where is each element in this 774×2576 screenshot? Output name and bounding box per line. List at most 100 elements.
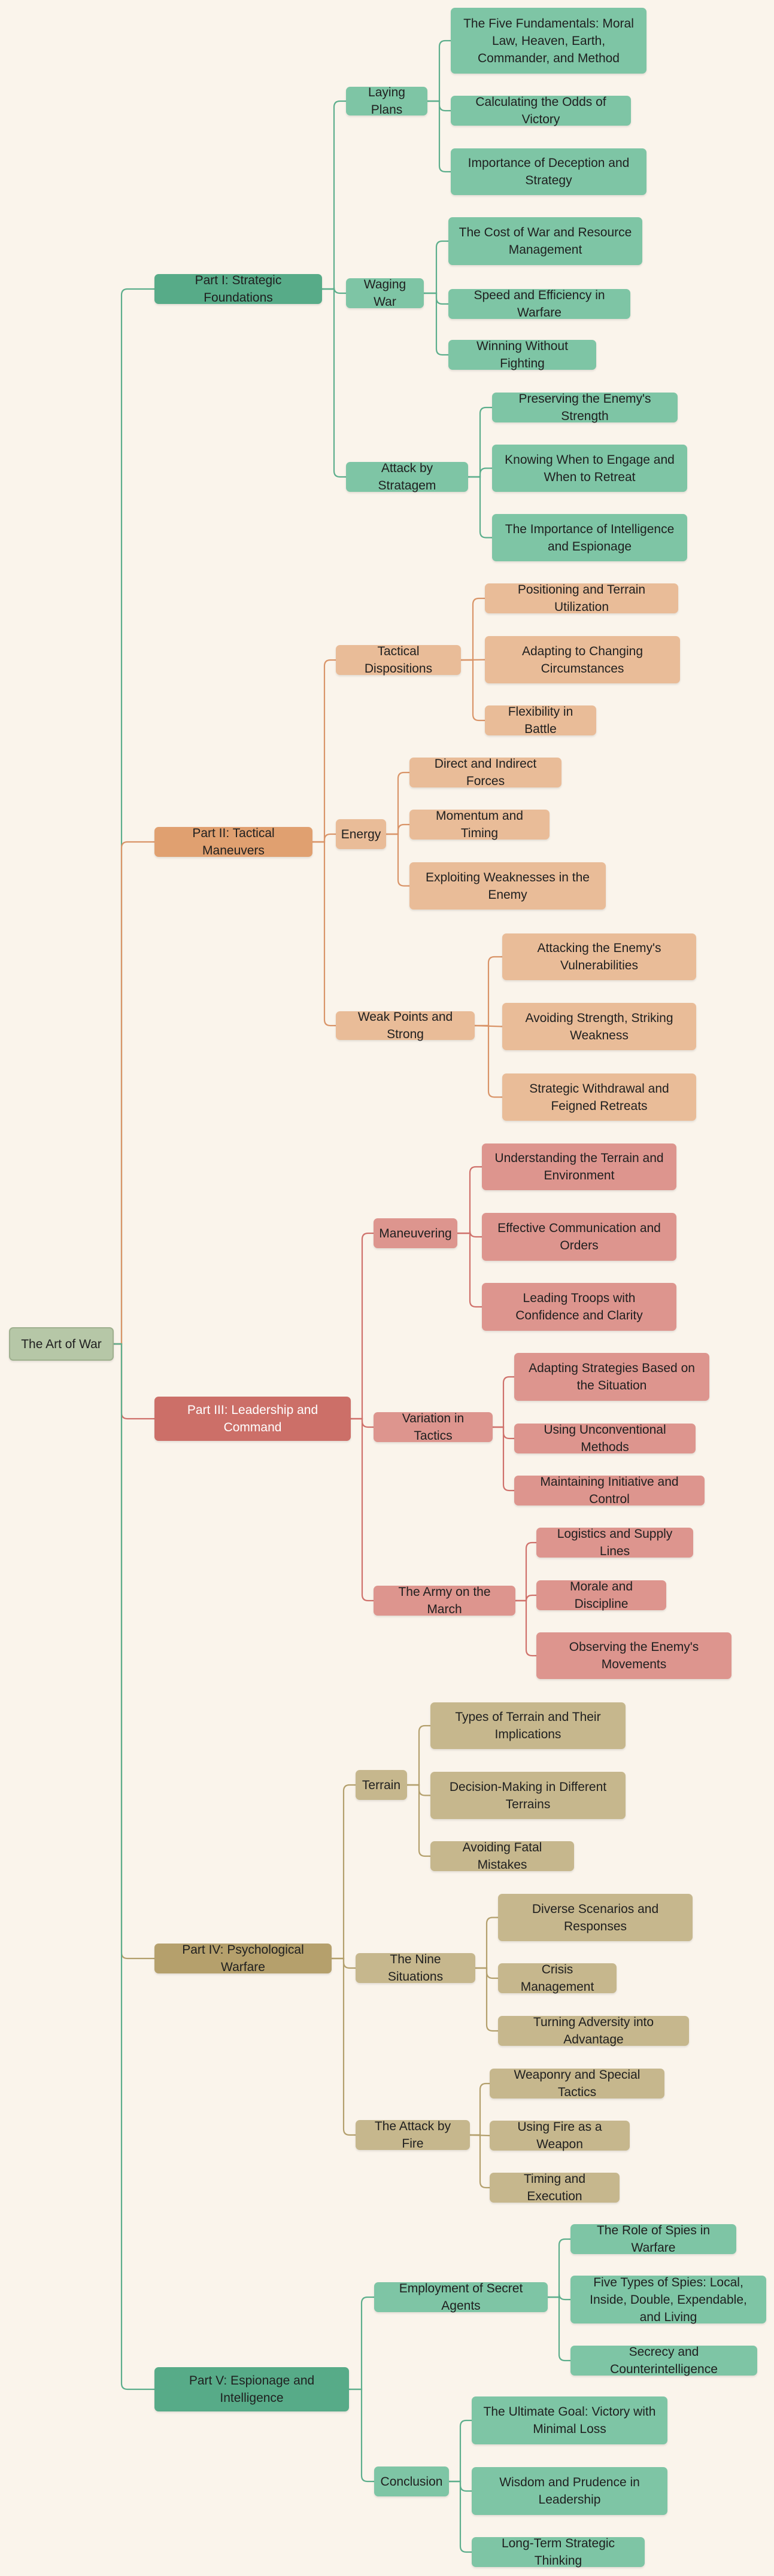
connector-subtopic-4-2-1: [475, 1917, 498, 1969]
connector-subtopic-1-1-1: [427, 39, 451, 102]
subtopic-strategic-withdrawal-and-feigned-retreats-label: Strategic Withdrawal and Feigned Retreat…: [529, 1081, 669, 1113]
subtopic-importance-of-deception-and-strategy[interactable]: Importance of Deception and Strategy: [451, 148, 646, 195]
topic-terrain[interactable]: Terrain: [356, 1770, 407, 1800]
branch-part-iii-leadership-and-command[interactable]: Part III: Leadership and Command: [154, 1397, 351, 1441]
topic-employment-of-secret-agents[interactable]: Employment of Secret Agents: [374, 2282, 548, 2313]
topic-maneuvering[interactable]: Maneuvering: [374, 1218, 457, 1248]
connector-branch-2: [114, 841, 154, 1345]
topic-energy[interactable]: Energy: [336, 819, 386, 849]
topic-the-attack-by-fire[interactable]: The Attack by Fire: [356, 2119, 470, 2151]
subtopic-using-unconventional-methods-label: Using Unconventional Methods: [544, 1423, 666, 1454]
subtopic-direct-and-indirect-forces[interactable]: Direct and Indirect Forces: [409, 757, 561, 788]
connector-subtopic-5-1-3: [548, 2296, 570, 2362]
connector-subtopic-3-1-3: [457, 1232, 482, 1308]
subtopic-wisdom-and-prudence-in-leadership-label: Wisdom and Prudence in Leadership: [499, 2475, 640, 2507]
topic-the-army-on-the-march[interactable]: The Army on the March: [374, 1585, 515, 1616]
topic-tactical-dispositions[interactable]: Tactical Dispositions: [336, 644, 461, 676]
subtopic-the-importance-of-intelligence-and-espionage[interactable]: The Importance of Intelligence and Espio…: [492, 514, 687, 561]
subtopic-flexibility-in-battle[interactable]: Flexibility in Battle: [485, 705, 596, 736]
subtopic-turning-adversity-into-advantage[interactable]: Turning Adversity into Advantage: [498, 2015, 689, 2046]
subtopic-adapting-strategies-based-on-the-situation[interactable]: Adapting Strategies Based on the Situati…: [514, 1353, 709, 1401]
subtopic-leading-troops-with-confidence-and-clarity-label: Leading Troops with Confidence and Clari…: [515, 1291, 643, 1322]
topic-variation-in-tactics[interactable]: Variation in Tactics: [374, 1412, 493, 1443]
topic-weak-points-and-strong-label: Weak Points and Strong: [357, 1010, 453, 1041]
subtopic-calculating-the-odds-of-victory[interactable]: Calculating the Odds of Victory: [451, 95, 631, 126]
subtopic-the-cost-of-war-and-resource-management[interactable]: The Cost of War and Resource Management: [448, 217, 642, 265]
topic-waging-war[interactable]: Waging War: [346, 278, 424, 309]
subtopic-weaponry-and-special-tactics[interactable]: Weaponry and Special Tactics: [490, 2068, 664, 2099]
subtopic-the-ultimate-goal-victory-with-minimal-loss-label: The Ultimate Goal: Victory with Minimal …: [483, 2405, 656, 2436]
topic-the-nine-situations[interactable]: The Nine Situations: [356, 1952, 475, 1984]
branch-part-iv-psychological-warfare[interactable]: Part IV: Psychological Warfare: [154, 1943, 332, 1974]
connector-subtopic-2-3-1: [475, 956, 502, 1027]
topic-weak-points-and-strong[interactable]: Weak Points and Strong: [336, 1010, 475, 1041]
connector-subtopic-5-2-3: [449, 2480, 472, 2553]
subtopic-five-types-of-spies-local-inside-double-expendab[interactable]: Five Types of Spies: Local, Inside, Doub…: [570, 2275, 766, 2324]
subtopic-logistics-and-supply-lines[interactable]: Logistics and Supply Lines: [536, 1527, 693, 1558]
subtopic-diverse-scenarios-and-responses-label: Diverse Scenarios and Responses: [532, 1902, 659, 1933]
subtopic-secrecy-and-counterintelligence-label: Secrecy and Counterintelligence: [610, 2345, 718, 2376]
subtopic-calculating-the-odds-of-victory-label: Calculating the Odds of Victory: [475, 95, 606, 126]
subtopic-using-unconventional-methods[interactable]: Using Unconventional Methods: [514, 1423, 696, 1454]
subtopic-the-ultimate-goal-victory-with-minimal-loss[interactable]: The Ultimate Goal: Victory with Minimal …: [472, 2396, 667, 2444]
connector-topic-5-2: [349, 2388, 374, 2483]
topic-conclusion[interactable]: Conclusion: [374, 2466, 449, 2496]
topic-attack-by-stratagem-label: Attack by Stratagem: [378, 461, 436, 492]
subtopic-attacking-the-enemy-s-vulnerabilities-label: Attacking the Enemy's Vulnerabilities: [537, 941, 661, 972]
subtopic-avoiding-fatal-mistakes[interactable]: Avoiding Fatal Mistakes: [430, 1841, 574, 1872]
subtopic-preserving-the-enemy-s-strength[interactable]: Preserving the Enemy's Strength: [492, 392, 678, 423]
subtopic-knowing-when-to-engage-and-when-to-retreat[interactable]: Knowing When to Engage and When to Retre…: [492, 445, 687, 492]
subtopic-momentum-and-timing-label: Momentum and Timing: [436, 809, 523, 840]
connector-subtopic-4-2-3: [475, 1967, 498, 2032]
subtopic-adapting-to-changing-circumstances[interactable]: Adapting to Changing Circumstances: [485, 636, 680, 683]
connector-topic-5-1: [349, 2296, 374, 2391]
branch-part-iv-psychological-warfare-label: Part IV: Psychological Warfare: [182, 1943, 304, 1974]
subtopic-leading-troops-with-confidence-and-clarity[interactable]: Leading Troops with Confidence and Clari…: [482, 1283, 676, 1331]
branch-part-ii-tactical-maneuvers[interactable]: Part II: Tactical Maneuvers: [154, 826, 312, 857]
subtopic-maintaining-initiative-and-control[interactable]: Maintaining Initiative and Control: [514, 1475, 705, 1506]
subtopic-the-five-fundamentals-moral-law-heaven-earth-com-label: The Five Fundamentals: Moral Law, Heaven…: [463, 16, 634, 65]
subtopic-understanding-the-terrain-and-environment[interactable]: Understanding the Terrain and Environmen…: [482, 1143, 676, 1190]
subtopic-avoiding-strength-striking-weakness[interactable]: Avoiding Strength, Striking Weakness: [502, 1003, 696, 1050]
subtopic-five-types-of-spies-local-inside-double-expendab-label: Five Types of Spies: Local, Inside, Doub…: [590, 2275, 747, 2324]
subtopic-effective-communication-and-orders[interactable]: Effective Communication and Orders: [482, 1213, 676, 1261]
connector-topic-4-1: [332, 1784, 356, 1960]
subtopic-winning-without-fighting-label: Winning Without Fighting: [476, 339, 568, 370]
subtopic-momentum-and-timing[interactable]: Momentum and Timing: [409, 809, 550, 840]
subtopic-exploiting-weaknesses-in-the-enemy[interactable]: Exploiting Weaknesses in the Enemy: [409, 862, 606, 910]
subtopic-diverse-scenarios-and-responses[interactable]: Diverse Scenarios and Responses: [498, 1894, 693, 1941]
subtopic-strategic-withdrawal-and-feigned-retreats[interactable]: Strategic Withdrawal and Feigned Retreat…: [502, 1073, 696, 1121]
subtopic-the-role-of-spies-in-warfare[interactable]: The Role of Spies in Warfare: [570, 2224, 736, 2255]
root-node[interactable]: The Art of War: [9, 1327, 114, 1361]
subtopic-using-fire-as-a-weapon-label: Using Fire as a Weapon: [517, 2120, 602, 2151]
subtopic-positioning-and-terrain-utilization[interactable]: Positioning and Terrain Utilization: [485, 583, 678, 614]
subtopic-attacking-the-enemy-s-vulnerabilities[interactable]: Attacking the Enemy's Vulnerabilities: [502, 933, 696, 980]
connector-subtopic-1-3-1: [468, 406, 492, 478]
connector-subtopic-2-1-1: [461, 597, 485, 661]
subtopic-the-five-fundamentals-moral-law-heaven-earth-com[interactable]: The Five Fundamentals: Moral Law, Heaven…: [451, 8, 646, 74]
subtopic-crisis-management[interactable]: Crisis Management: [498, 1963, 617, 1994]
subtopic-decision-making-in-different-terrains[interactable]: Decision-Making in Different Terrains: [430, 1772, 626, 1819]
topic-laying-plans[interactable]: Laying Plans: [346, 86, 427, 117]
subtopic-using-fire-as-a-weapon[interactable]: Using Fire as a Weapon: [490, 2120, 630, 2151]
subtopic-secrecy-and-counterintelligence[interactable]: Secrecy and Counterintelligence: [570, 2345, 757, 2376]
branch-part-i-strategic-foundations[interactable]: Part I: Strategic Foundations: [154, 273, 322, 305]
branch-part-v-espionage-and-intelligence[interactable]: Part V: Espionage and Intelligence: [154, 2367, 349, 2411]
connector-topic-1-2: [322, 287, 346, 294]
topic-attack-by-stratagem[interactable]: Attack by Stratagem: [346, 461, 468, 492]
subtopic-speed-and-efficiency-in-warfare[interactable]: Speed and Efficiency in Warfare: [448, 288, 630, 320]
subtopic-winning-without-fighting[interactable]: Winning Without Fighting: [448, 339, 596, 370]
subtopic-observing-the-enemy-s-movements[interactable]: Observing the Enemy's Movements: [536, 1632, 731, 1679]
topic-conclusion-label: Conclusion: [380, 2474, 443, 2489]
subtopic-types-of-terrain-and-their-implications[interactable]: Types of Terrain and Their Implications: [430, 1702, 626, 1749]
connector-topic-1-3: [322, 288, 346, 478]
subtopic-long-term-strategic-thinking[interactable]: Long-Term Strategic Thinking: [472, 2537, 645, 2568]
subtopic-wisdom-and-prudence-in-leadership[interactable]: Wisdom and Prudence in Leadership: [472, 2467, 667, 2515]
subtopic-morale-and-discipline-label: Morale and Discipline: [569, 1580, 633, 1611]
subtopic-turning-adversity-into-advantage-label: Turning Adversity into Advantage: [533, 2015, 654, 2046]
subtopic-morale-and-discipline[interactable]: Morale and Discipline: [536, 1580, 666, 1611]
connector-topic-2-1: [312, 659, 336, 843]
subtopic-timing-and-execution[interactable]: Timing and Execution: [490, 2172, 620, 2203]
subtopic-crisis-management-label: Crisis Management: [520, 1963, 594, 1994]
